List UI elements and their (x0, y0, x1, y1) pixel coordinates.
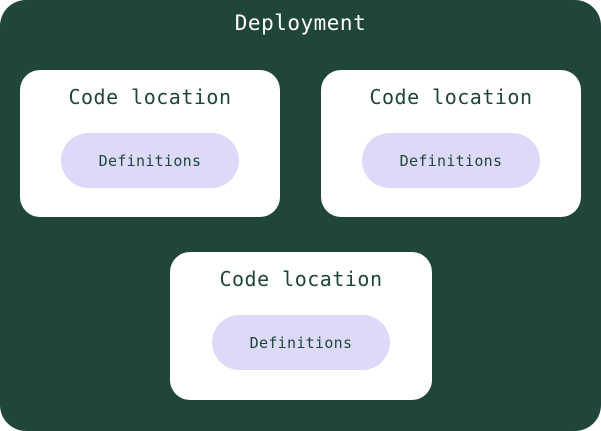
code-location-title: Code location (219, 267, 383, 291)
code-location-card: Code location Definitions (321, 70, 581, 217)
deployment-title: Deployment (234, 11, 367, 35)
definitions-pill: Definitions (362, 133, 540, 188)
code-location-title: Code location (68, 85, 232, 109)
definitions-label: Definitions (98, 151, 202, 170)
code-location-title: Code location (369, 85, 533, 109)
definitions-pill: Definitions (61, 133, 239, 188)
definitions-label: Definitions (399, 151, 503, 170)
code-location-card: Code location Definitions (170, 252, 432, 400)
definitions-pill: Definitions (212, 315, 390, 370)
definitions-label: Definitions (249, 333, 353, 352)
code-location-card: Code location Definitions (20, 70, 280, 217)
